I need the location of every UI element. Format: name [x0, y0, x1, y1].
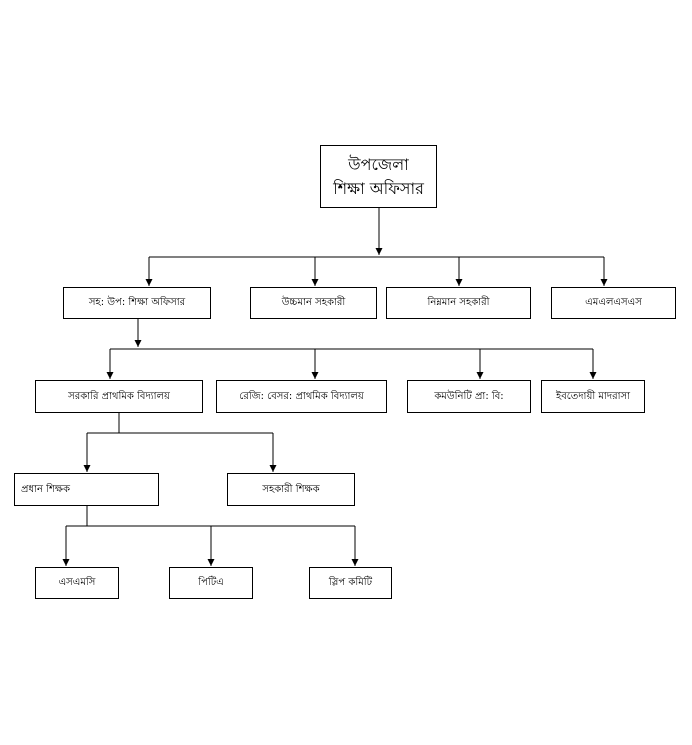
- label-community-primary-school: কমউনিটি প্রা: বি:: [434, 390, 504, 402]
- box-mlss: এমএলএসএস: [551, 287, 676, 319]
- root-box: উপজেলা শিক্ষা অফিসার: [320, 145, 437, 208]
- label-mlss: এমএলএসএস: [585, 297, 642, 308]
- box-senior-assistant: উচ্চমান সহকারী: [250, 287, 377, 319]
- label-reg-private-primary-school: রেজি: বেসর: প্রাথমিক বিদ্যালয়: [239, 390, 364, 402]
- box-ebtedayee-madrasa: ইবতেদায়ী মাদরাসা: [541, 380, 645, 413]
- box-junior-assistant: নিম্নমান সহকারী: [386, 287, 531, 319]
- box-pta: পিটিএ: [169, 567, 253, 599]
- box-smc: এসএমসি: [35, 567, 119, 599]
- label-pta: পিটিএ: [198, 577, 224, 588]
- label-ast-uz-education-officer: সহ: উপ: শিক্ষা অফিসার: [88, 297, 186, 308]
- box-reg-private-primary-school: রেজি: বেসর: প্রাথমিক বিদ্যালয়: [216, 380, 387, 413]
- label-head-teacher: প্রধান শিক্ষক: [21, 483, 70, 495]
- box-govt-primary-school: সরকারি প্রাথমিক বিদ্যালয়: [35, 380, 203, 413]
- root-label: উপজেলা শিক্ষা অফিসার: [333, 155, 424, 198]
- label-govt-primary-school: সরকারি প্রাথমিক বিদ্যালয়: [68, 390, 170, 402]
- label-slip-committee: স্লিপ কমিটি: [328, 577, 373, 588]
- label-ebtedayee-madrasa: ইবতেদায়ী মাদরাসা: [556, 390, 630, 402]
- label-senior-assistant: উচ্চমান সহকারী: [281, 297, 346, 308]
- box-ast-uz-education-officer: সহ: উপ: শিক্ষা অফিসার: [63, 287, 211, 319]
- label-assistant-teacher: সহকারী শিক্ষক: [262, 483, 320, 495]
- box-slip-committee: স্লিপ কমিটি: [309, 567, 392, 599]
- box-head-teacher: প্রধান শিক্ষক: [14, 473, 159, 506]
- label-junior-assistant: নিম্নমান সহকারী: [427, 297, 490, 308]
- box-community-primary-school: কমউনিটি প্রা: বি:: [407, 380, 531, 413]
- box-assistant-teacher: সহকারী শিক্ষক: [227, 473, 355, 506]
- label-smc: এসএমসি: [58, 577, 96, 588]
